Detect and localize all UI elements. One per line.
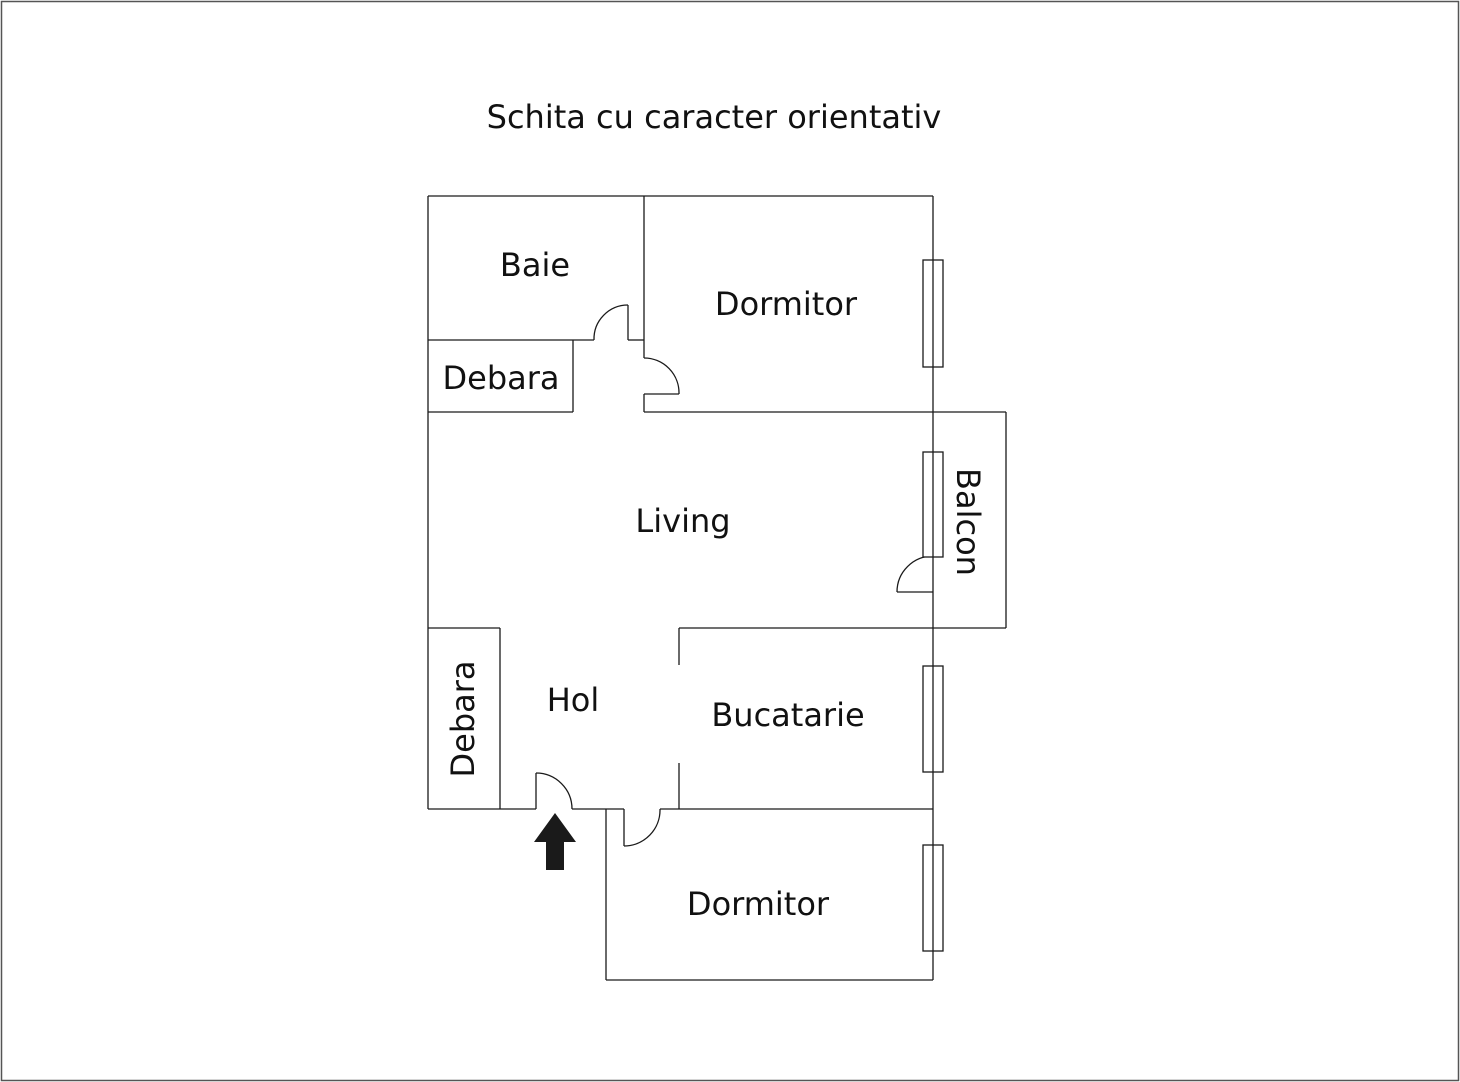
room-labels: Baie Dormitor Debara Living Balcon Debar…	[442, 246, 987, 923]
door-entrance	[535, 772, 573, 810]
room-label-debara-left: Debara	[444, 660, 482, 777]
walls	[427, 195, 1007, 981]
windows	[922, 259, 944, 952]
doors	[535, 304, 934, 847]
room-label-baie: Baie	[500, 246, 570, 284]
entrance-arrow-icon	[534, 813, 576, 870]
room-label-living: Living	[635, 502, 730, 540]
room-label-debara-top: Debara	[442, 359, 559, 397]
room-label-dormitor-top: Dormitor	[715, 285, 858, 323]
room-label-hol: Hol	[547, 681, 600, 719]
room-label-dormitor-bottom: Dormitor	[687, 885, 830, 923]
room-label-bucatarie: Bucatarie	[711, 696, 864, 734]
door-baie	[593, 304, 629, 341]
door-dormitor-top	[643, 357, 680, 395]
door-balcon	[896, 555, 934, 593]
plan-title: Schita cu caracter orientativ	[487, 98, 942, 136]
room-label-balcon: Balcon	[949, 468, 987, 576]
door-dormitor-bottom	[623, 808, 661, 847]
